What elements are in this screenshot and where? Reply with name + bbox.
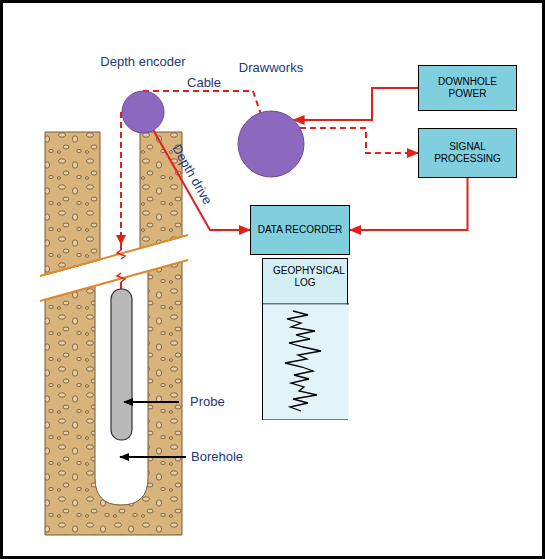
connector — [300, 128, 418, 153]
part-label: Borehole — [191, 449, 243, 464]
box-label: DOWNHOLE POWER — [419, 76, 516, 100]
box-label: DATA RECORDER — [254, 224, 347, 236]
leader-arrow — [120, 456, 186, 458]
edge-label: Cable — [187, 75, 221, 90]
drum-circle: Drawworks — [237, 110, 305, 178]
circle-outline — [237, 110, 305, 178]
box-label: SIGNAL PROCESSING — [419, 141, 516, 165]
logging-cable — [120, 244, 122, 250]
part-heading: Drawworks — [221, 60, 321, 75]
process-box: DATA RECORDER — [250, 205, 350, 255]
rock-lower — [45, 262, 182, 535]
break-line — [40, 235, 188, 276]
leader-arrow — [124, 401, 179, 403]
cable-break — [117, 250, 125, 259]
connector — [153, 130, 250, 230]
connector — [294, 88, 418, 120]
logging-cable — [120, 112, 122, 244]
process-box: SIGNAL PROCESSING — [418, 128, 517, 178]
logging-cable — [120, 282, 122, 289]
borehole — [95, 271, 148, 505]
drum-circle: Depth encoder — [121, 90, 165, 134]
probe — [111, 289, 132, 440]
rock-upper-left — [45, 132, 100, 275]
cable-break — [117, 273, 125, 282]
connector — [350, 178, 468, 230]
circle-outline — [121, 90, 165, 134]
box-label: GEOPHYSICAL LOG — [263, 265, 347, 289]
part-label: Probe — [190, 394, 225, 409]
process-box: DOWNHOLE POWER — [418, 65, 517, 111]
part-heading: Depth encoder — [93, 54, 193, 69]
log-panel: GEOPHYSICAL LOG — [262, 258, 348, 420]
